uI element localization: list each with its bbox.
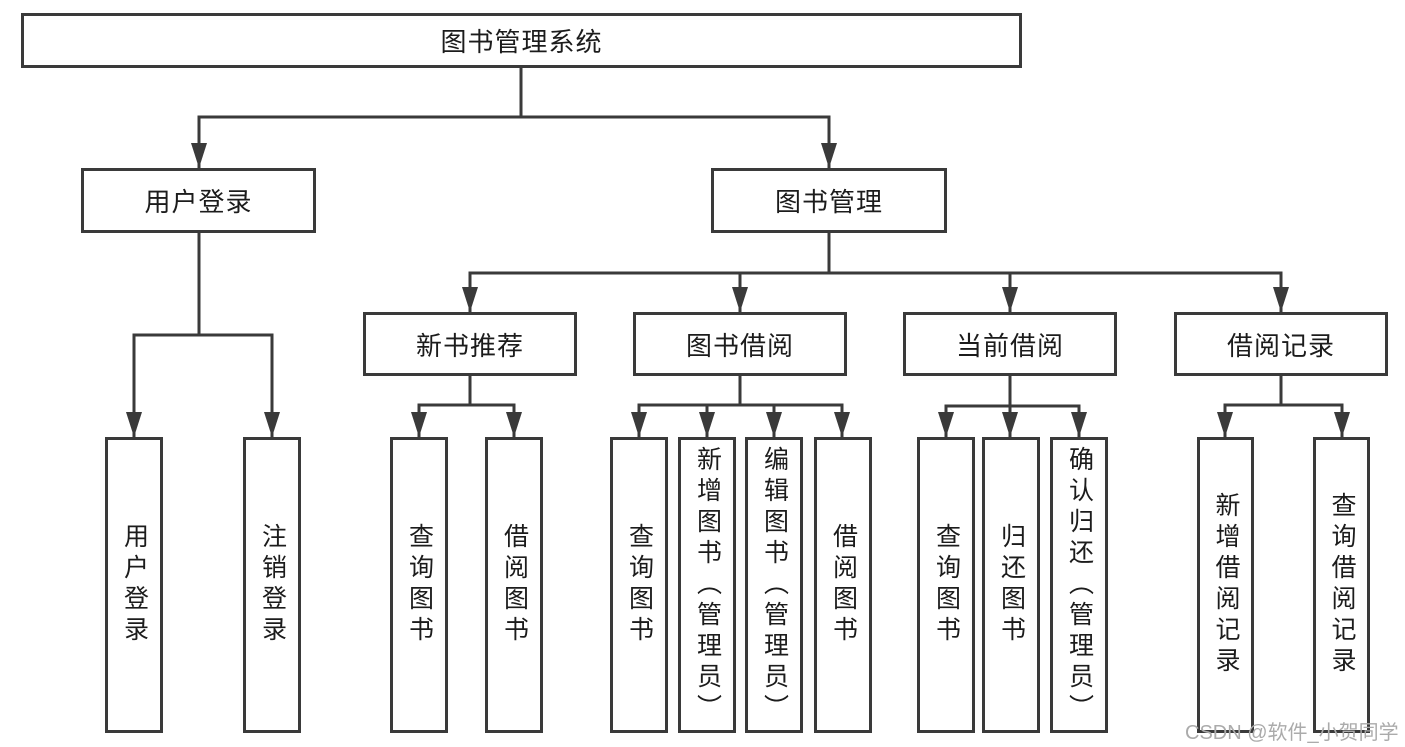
leaf-confirm-return-admin: 确认归还（管理员） bbox=[1050, 437, 1108, 733]
arrow-icon bbox=[264, 412, 280, 437]
node-borrow-records: 借阅记录 bbox=[1174, 312, 1388, 376]
arrow-icon bbox=[1071, 412, 1087, 437]
leaf-user-login: 用户登录 bbox=[105, 437, 163, 733]
arrow-icon bbox=[1273, 287, 1289, 312]
arrow-icon bbox=[411, 412, 427, 437]
leaf-borrow-book: 借阅图书 bbox=[814, 437, 872, 733]
arrow-icon bbox=[732, 287, 748, 312]
arrow-icon bbox=[766, 412, 782, 437]
node-current-borrowing: 当前借阅 bbox=[903, 312, 1117, 376]
leaf-query-book: 查询图书 bbox=[390, 437, 448, 733]
arrow-icon bbox=[191, 143, 207, 168]
leaf-query-borrow-record: 查询借阅记录 bbox=[1313, 437, 1370, 733]
arrow-icon bbox=[1217, 412, 1233, 437]
arrow-icon bbox=[834, 412, 850, 437]
arrow-icon bbox=[699, 412, 715, 437]
leaf-logout: 注销登录 bbox=[243, 437, 301, 733]
node-user-login: 用户登录 bbox=[81, 168, 316, 233]
node-book-borrowing: 图书借阅 bbox=[633, 312, 847, 376]
leaf-query-book: 查询图书 bbox=[610, 437, 668, 733]
leaf-add-borrow-record: 新增借阅记录 bbox=[1197, 437, 1254, 733]
arrow-icon bbox=[821, 143, 837, 168]
leaf-edit-book-admin: 编辑图书（管理员） bbox=[745, 437, 803, 733]
arrow-icon bbox=[1002, 412, 1018, 437]
arrow-icon bbox=[126, 412, 142, 437]
arrow-icon bbox=[938, 412, 954, 437]
csdn-watermark: CSDN @软件_小贺同学 bbox=[1185, 722, 1399, 744]
node-root: 图书管理系统 bbox=[21, 13, 1022, 68]
arrow-icon bbox=[1334, 412, 1350, 437]
node-book-management: 图书管理 bbox=[711, 168, 947, 233]
leaf-query-book: 查询图书 bbox=[917, 437, 975, 733]
leaf-borrow-book: 借阅图书 bbox=[485, 437, 543, 733]
arrow-icon bbox=[631, 412, 647, 437]
arrow-icon bbox=[506, 412, 522, 437]
leaf-return-book: 归还图书 bbox=[982, 437, 1040, 733]
node-new-book-recommend: 新书推荐 bbox=[363, 312, 577, 376]
arrow-icon bbox=[1002, 287, 1018, 312]
leaf-add-book-admin: 新增图书（管理员） bbox=[678, 437, 736, 733]
arrow-icon bbox=[462, 287, 478, 312]
